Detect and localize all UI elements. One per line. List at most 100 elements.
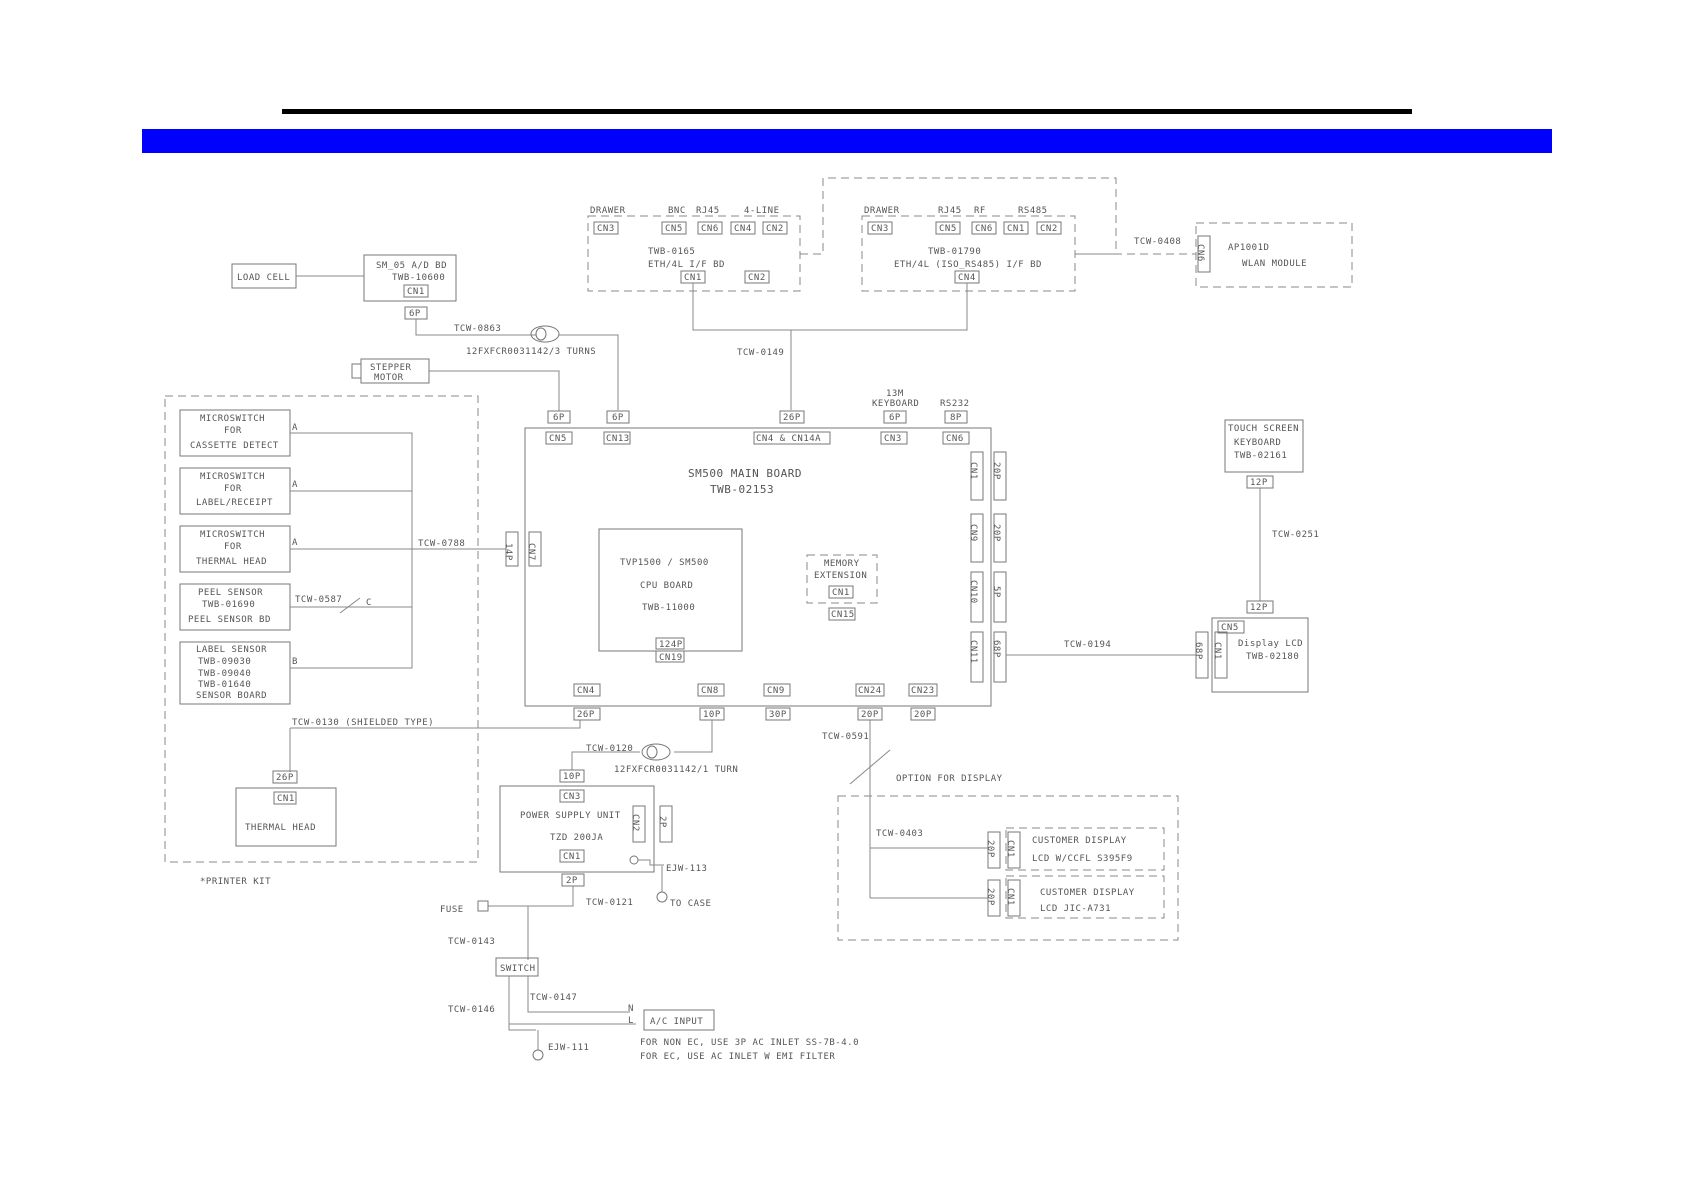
mem-cn1: CN1: [832, 588, 850, 598]
ferrite1-label: 12FXFCR0031142/1 TURN: [614, 765, 738, 775]
eth2-cn6: CN6: [975, 224, 993, 234]
top-rule: [282, 109, 1412, 114]
ms1-l3: CASSETTE DETECT: [190, 441, 279, 451]
cd2-name: CUSTOMER DISPLAY: [1040, 888, 1135, 898]
main-cn5: CN5: [549, 434, 567, 444]
lcd-68p-vert: 68P: [1193, 642, 1203, 660]
main-cn23: CN23: [911, 686, 935, 696]
ms2-l1: MICROSWITCH: [200, 472, 265, 482]
lcd-name: Display LCD: [1238, 639, 1303, 649]
eth2-rj45: RJ45: [938, 206, 962, 216]
main-8p: 8P: [950, 413, 962, 423]
switch-label: SWITCH: [500, 964, 536, 974]
stepper-label: STEPPER: [370, 363, 412, 373]
wlan-module-area: [1195, 222, 1353, 288]
main-cn3: CN3: [884, 434, 902, 444]
cpu-124p: 124P: [659, 640, 683, 650]
lcd-cn5: CN5: [1221, 623, 1239, 633]
wlan-name: WLAN MODULE: [1242, 259, 1307, 269]
wlan-part: AP1001D: [1228, 243, 1269, 253]
customer-display-2: [1005, 875, 1165, 919]
psu-2p: 2P: [566, 876, 578, 886]
bottom-26p: 26P: [577, 710, 595, 720]
motor-label: MOTOR: [374, 373, 404, 383]
cd1-cn1: CN1: [1005, 840, 1015, 858]
eth1-cn2: CN2: [748, 273, 766, 283]
th-26p: 26P: [276, 773, 294, 783]
main-cn6: CN6: [946, 434, 964, 444]
lcd-part: TWB-02180: [1246, 652, 1299, 662]
ad-board-part: TWB-10600: [392, 273, 445, 283]
main-20p-vert-b: 20P: [991, 524, 1001, 542]
option-display-area: [837, 795, 1179, 941]
fuse-icon: [477, 900, 489, 912]
ad-board-box: [363, 254, 457, 302]
display-lcd-box: [1211, 617, 1309, 693]
eth1-cn1: CN1: [684, 273, 702, 283]
mem-l1: MEMORY: [824, 559, 860, 569]
kb-13m: 13M: [886, 389, 904, 399]
tcw0194-label: TCW-0194: [1064, 640, 1111, 650]
ms2-a: A: [292, 480, 298, 490]
eth1-name: ETH/4L I/F BD: [648, 260, 725, 270]
main-board-box: [524, 427, 992, 707]
lab-l2: TWB-09030: [198, 657, 251, 667]
ac-input-box: [643, 1009, 715, 1031]
eth1-4line: 4-LINE: [744, 206, 780, 216]
eth2-cn4: CN4: [958, 273, 976, 283]
eth1-rj45: RJ45: [696, 206, 720, 216]
main-5p-vert: 5P: [991, 586, 1001, 598]
ad-6p: 6P: [409, 309, 421, 319]
eth2-rf: RF: [974, 206, 986, 216]
power-supply-box: [499, 785, 655, 873]
eth1-cn3: CN3: [597, 224, 615, 234]
cpu-name: TVP1500 / SM500: [620, 558, 709, 568]
psu-part: TZD 200JA: [550, 833, 603, 843]
tcw0149-label: TCW-0149: [737, 348, 784, 358]
customer-display-1: [1005, 827, 1165, 871]
eth2-name: ETH/4L (ISO_RS485) I/F BD: [894, 260, 1042, 270]
to-case-ground-icon: [656, 891, 668, 903]
ad-cn1: CN1: [407, 287, 425, 297]
ms3-l1: MICROSWITCH: [200, 530, 265, 540]
psu-cn3: CN3: [563, 792, 581, 802]
kb-keyboard: KEYBOARD: [872, 399, 919, 409]
tcw0130-label: TCW-0130 (SHIELDED TYPE): [292, 718, 434, 728]
psu-name: POWER SUPPLY UNIT: [520, 811, 621, 821]
memory-extension-area: [806, 554, 878, 604]
peel-l2: TWB-01690: [202, 600, 255, 610]
bottom-10p: 10P: [703, 710, 721, 720]
tcw0408-label: TCW-0408: [1134, 237, 1181, 247]
bottom-20p-b: 20P: [914, 710, 932, 720]
eth1-bnc: BNC: [668, 206, 686, 216]
wlan-cn6: CN6: [1195, 244, 1205, 262]
switch-box: [495, 957, 539, 977]
tcw0591-label: TCW-0591: [822, 732, 869, 742]
eth1-cn5: CN5: [665, 224, 683, 234]
load-cell-label: LOAD CELL: [237, 273, 290, 283]
ms1-l1: MICROSWITCH: [200, 414, 265, 424]
printer-kit-area: [164, 395, 479, 863]
main-board-part: TWB-02153: [710, 483, 774, 496]
eth2-cn2: CN2: [1040, 224, 1058, 234]
eth1-drawer: DRAWER: [590, 206, 626, 216]
touch-l3: TWB-02161: [1234, 451, 1287, 461]
main-cn4-bottom: CN4: [577, 686, 595, 696]
main-board-name: SM500 MAIN BOARD: [688, 467, 802, 480]
mem-l2: EXTENSION: [814, 571, 867, 581]
ejw113-label: EJW-113: [666, 864, 707, 874]
tcw0120-label: TCW-0120: [586, 744, 633, 754]
main-cn11-vert: CN11: [968, 640, 978, 664]
main-cn24: CN24: [858, 686, 882, 696]
cpu-cn19: CN19: [659, 653, 683, 663]
eth2-cn3: CN3: [871, 224, 889, 234]
cd1-part: LCD W/CCFL S395F9: [1032, 854, 1133, 864]
ac-input-label: A/C INPUT: [650, 1017, 703, 1027]
cpu-part: TWB-11000: [642, 603, 695, 613]
main-cn13: CN13: [606, 434, 630, 444]
tcw0863-label: TCW-0863: [454, 324, 501, 334]
ferrite3-label: 12FXFCR0031142/3 TURNS: [466, 347, 596, 357]
main-6p-a: 6P: [553, 413, 565, 423]
lab-l5: SENSOR BOARD: [196, 691, 267, 701]
